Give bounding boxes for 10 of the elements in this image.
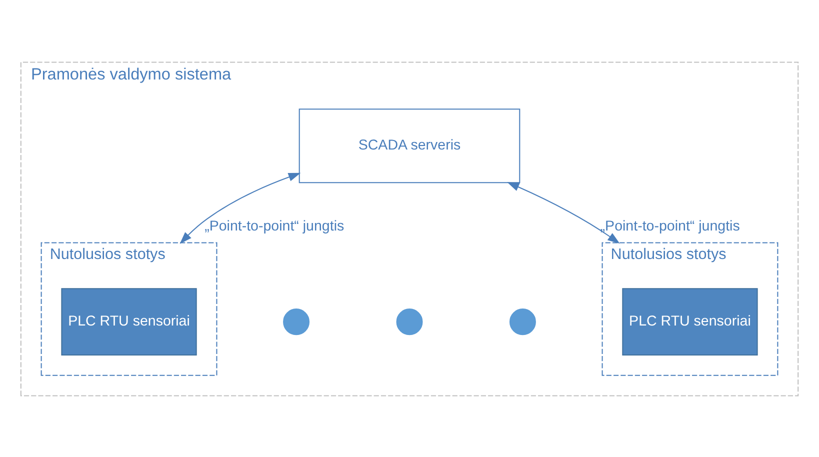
edge-label: „Point-to-point“ jungtis	[600, 218, 740, 234]
node-circle	[509, 308, 536, 335]
node-box: PLC RTU sensoriai	[61, 288, 197, 355]
node-box: PLC RTU sensoriai	[622, 288, 758, 355]
node-circle	[396, 308, 423, 335]
node-circle	[283, 308, 310, 335]
arrow	[180, 172, 301, 244]
edge-label: „Point-to-point“ jungtis	[204, 218, 344, 234]
node-box: SCADA serveris	[298, 108, 520, 183]
arrow	[506, 182, 620, 244]
